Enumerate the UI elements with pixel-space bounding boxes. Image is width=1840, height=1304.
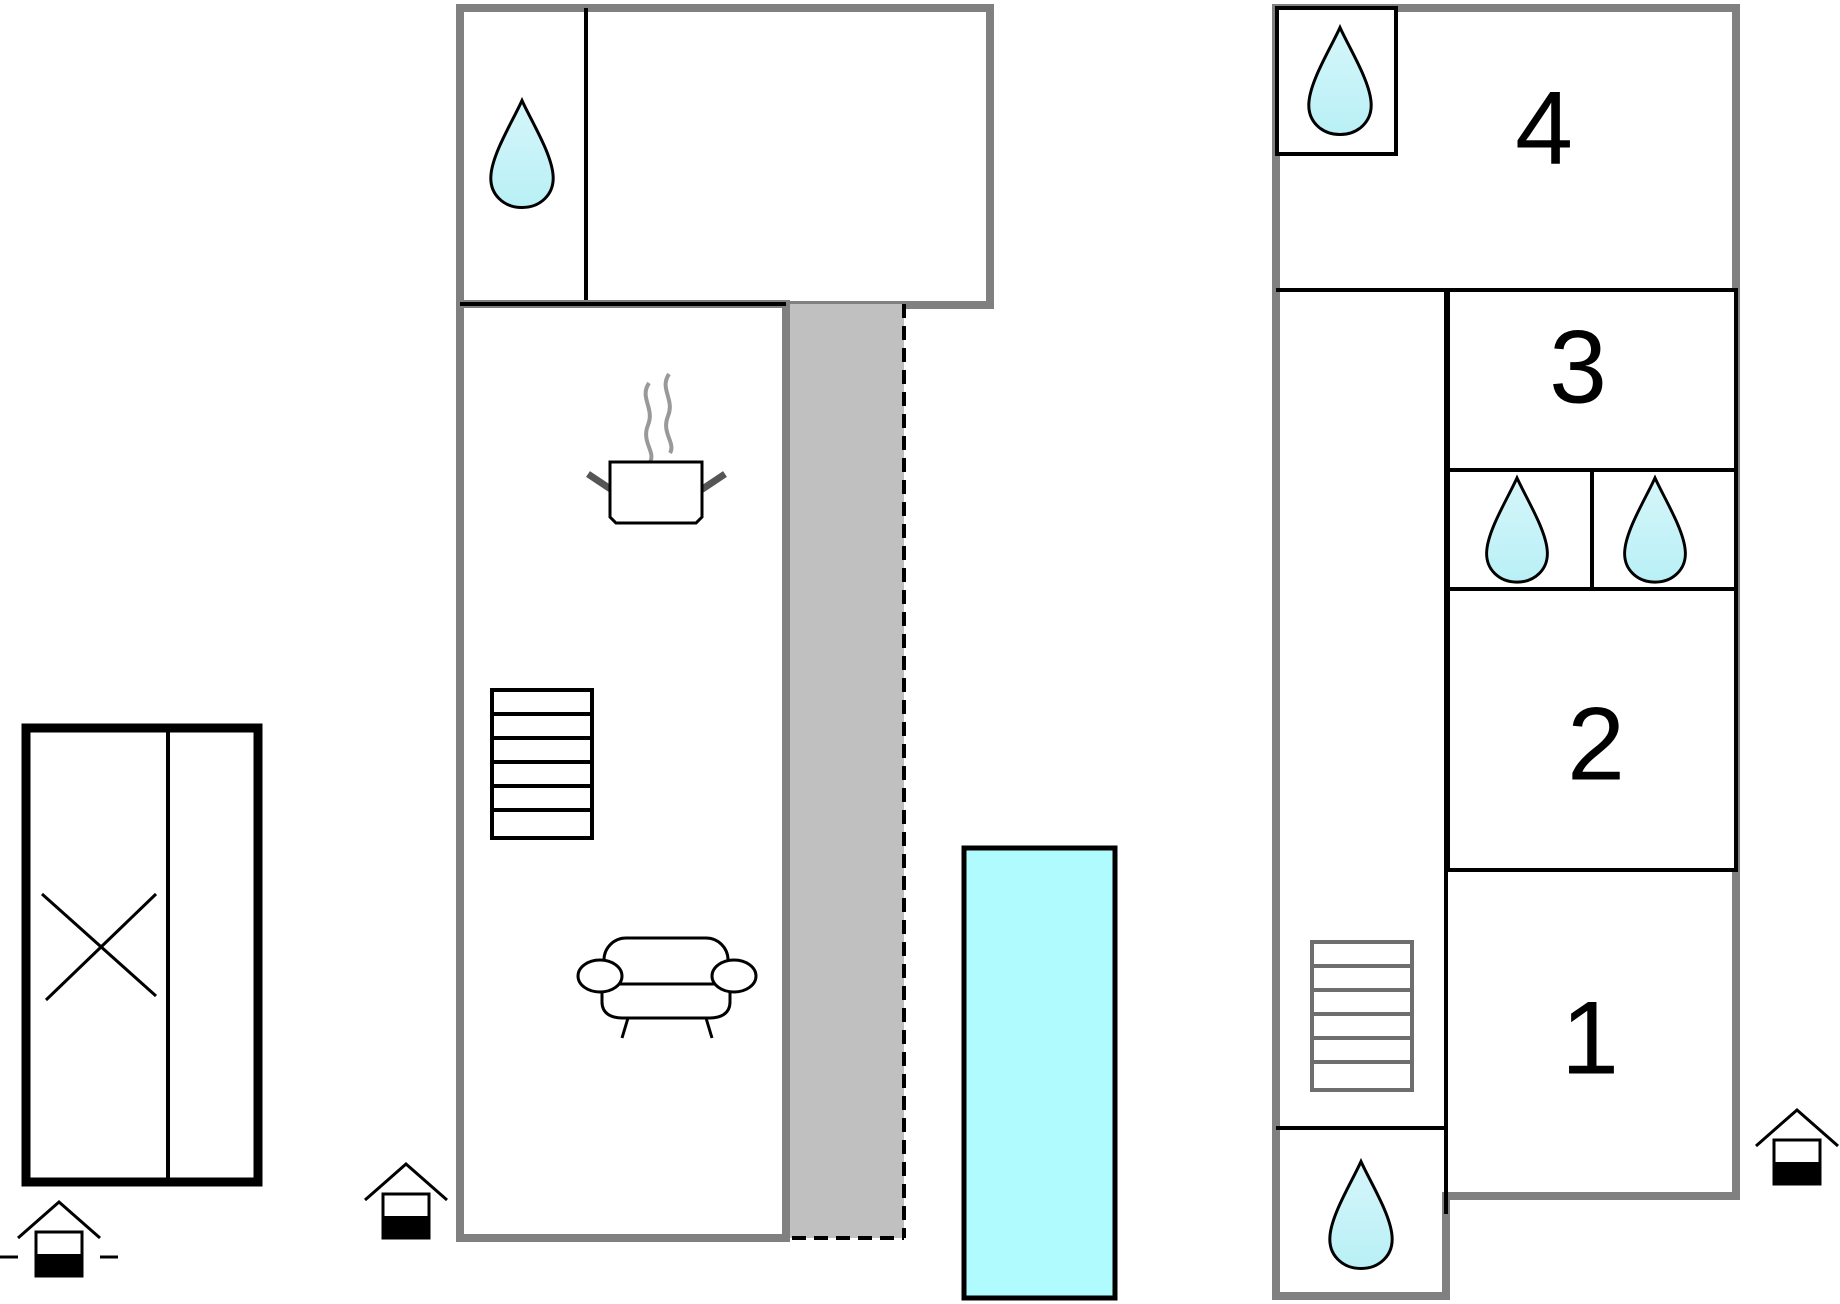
- sofa-icon: [576, 936, 758, 1039]
- crossed-box-icon: [40, 892, 158, 1002]
- upper-floor: 4 3 2 1: [1272, 4, 1740, 1300]
- cooking-pot-icon: [586, 372, 727, 525]
- house-entrance-icon: [0, 1200, 118, 1278]
- room-number: 2: [1567, 686, 1625, 802]
- ground-floor: [456, 4, 994, 1242]
- stairs-icon: [1310, 940, 1414, 1092]
- house-entrance-icon: [1754, 1108, 1840, 1186]
- carport: [21, 723, 263, 1187]
- swimming-pool: [961, 845, 1118, 1301]
- room-number: 4: [1515, 70, 1573, 186]
- terrace: [786, 304, 904, 1238]
- stairs-icon: [490, 688, 594, 840]
- house-entrance-icon: [363, 1162, 449, 1240]
- room-number: 3: [1549, 309, 1607, 425]
- room-number: 1: [1561, 980, 1619, 1096]
